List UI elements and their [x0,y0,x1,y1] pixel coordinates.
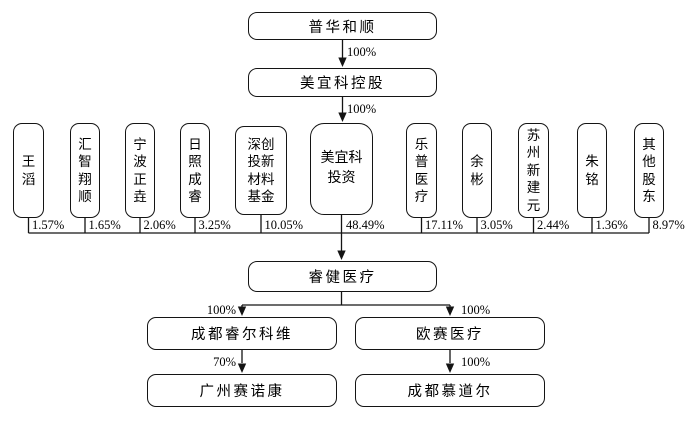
node-meiyike-investment: 美宜科投资 [310,123,373,215]
node-shareholder-rizhao-chengrui: 日照成睿 [180,123,210,218]
pct-root-to-holdco: 100% [347,45,377,59]
node-puhua-heshun: 普华和顺 [248,12,437,40]
node-shareholder-huizhi-xiangshun: 汇智翔顺 [70,123,100,218]
pct-sub-right-to-child: 100% [461,355,491,369]
node-ousai-medical: 欧赛医疗 [355,317,545,350]
pct-holdco-to-investco: 100% [347,102,377,116]
pct-shareholder-others: 8.97% [652,218,685,232]
pct-target-to-sub-right: 100% [461,303,491,317]
node-chengdu-ruierkewei: 成都睿尔科维 [147,317,337,350]
node-shareholder-suzhou-xinjianyuan: 苏州新建元 [518,123,549,218]
pct-shareholder-yu-bin: 3.05% [480,218,513,232]
node-shareholder-shenchuangtou-fund: 深创投新材料基金 [235,126,287,215]
pct-target-to-sub-left: 100% [206,303,236,317]
pct-shareholder-rizhao-chengrui: 3.25% [198,218,231,232]
node-guangzhou-sainuokang: 广州赛诺康 [147,374,337,407]
node-shareholder-zhu-ming: 朱铭 [577,123,607,218]
pct-shareholder-lepu-medical: 17.11% [425,218,464,232]
node-shareholder-lepu-medical: 乐普医疗 [406,123,437,218]
pct-meiyike-investment: 48.49% [346,218,385,232]
pct-shareholder-shenchuangtou: 10.05% [264,218,304,232]
node-meiyike-holdings: 美宜科控股 [248,68,437,97]
pct-shareholder-wang-tao: 1.57% [32,218,65,232]
pct-shareholder-zhu-ming: 1.36% [595,218,628,232]
node-chengdu-mudaoer: 成都慕道尔 [355,374,545,407]
pct-shareholder-ningbo-zhengyao: 2.06% [143,218,176,232]
pct-shareholder-suzhou: 2.44% [537,218,570,232]
pct-shareholder-huizhi-xiangshun: 1.65% [88,218,121,232]
node-shareholder-others: 其他股东 [634,123,664,218]
node-shareholder-wang-tao: 王滔 [13,123,44,218]
node-ruijian-medical: 睿健医疗 [248,261,437,292]
node-shareholder-ningbo-zhengyao: 宁波正垚 [125,123,155,218]
node-shareholder-yu-bin: 余彬 [462,123,492,218]
pct-sub-left-to-child: 70% [213,355,236,369]
